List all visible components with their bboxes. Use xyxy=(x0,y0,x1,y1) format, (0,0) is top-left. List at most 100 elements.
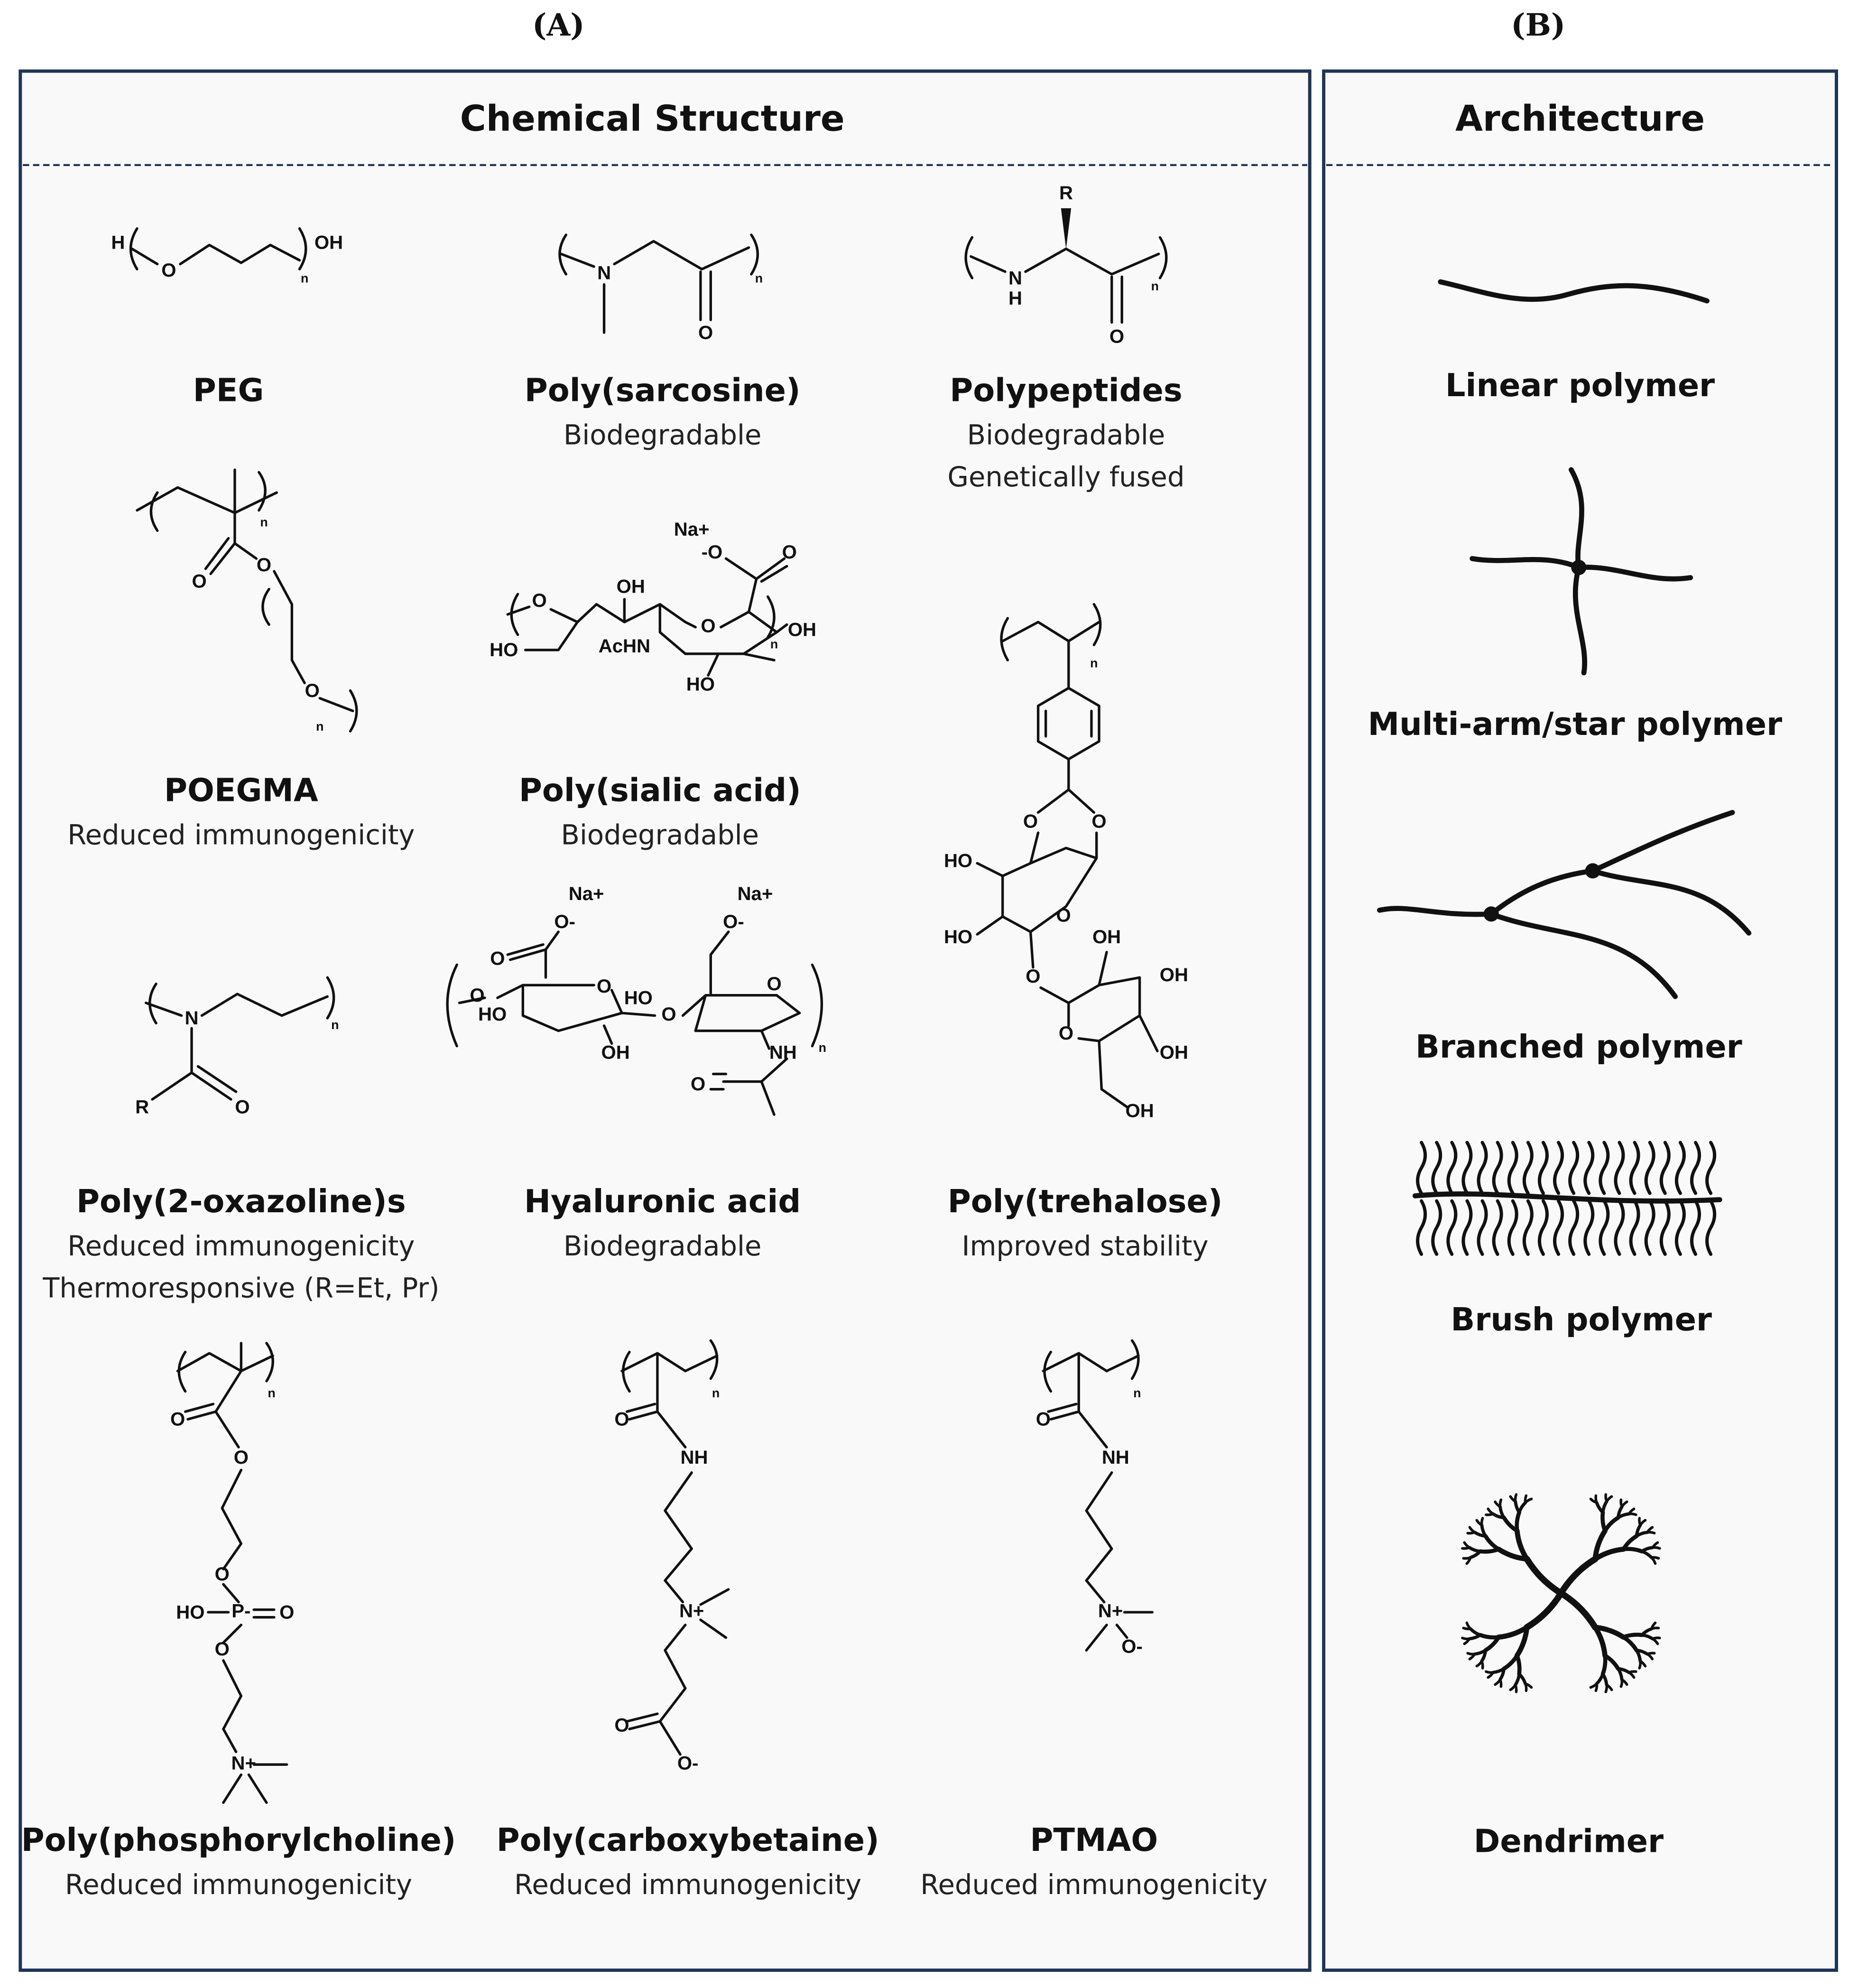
structure-note: Thermoresponsive (R=Et, Pr) xyxy=(42,1272,439,1304)
wedge-bond xyxy=(1061,208,1072,249)
structure-note: Genetically fused xyxy=(947,461,1184,493)
star-core-dot xyxy=(1571,559,1587,576)
panel-b-frame xyxy=(1322,69,1838,1972)
atom-label: OH xyxy=(1160,1041,1188,1063)
atom-label: O xyxy=(782,541,797,563)
atom-label: Na+ xyxy=(674,519,710,540)
dendrimer-branch xyxy=(1600,1653,1608,1676)
brush-bristle xyxy=(1431,1199,1442,1256)
atom-label: HO xyxy=(490,639,518,660)
structure-name: Poly(phosphorylcholine) xyxy=(21,1821,456,1858)
structure-hyaluronic-acid: Na+ O- O O HO O OH O HO Na+ O- O NH O n … xyxy=(446,883,826,1262)
atom-label: HO xyxy=(176,1601,204,1623)
atom-label: OH xyxy=(1126,1100,1154,1121)
structure-note: Reduced immunogenicity xyxy=(67,1230,415,1262)
atom-label: O xyxy=(701,615,715,636)
atom-label: OH xyxy=(1160,964,1188,985)
atom-label: O- xyxy=(1121,1636,1143,1657)
atom-label: Na+ xyxy=(738,883,773,904)
structure-note: Reduced immunogenicity xyxy=(920,1869,1267,1901)
structure-note: Biodegradable xyxy=(564,419,762,451)
atom-label: OH xyxy=(1092,926,1121,948)
brush-bristle xyxy=(1705,1141,1717,1195)
brush-bristle xyxy=(1690,1141,1701,1195)
atom-label: O xyxy=(1059,1022,1073,1044)
panel-architecture: Architecture Linear polymer Multi-arm/st… xyxy=(1322,69,1838,1972)
structure-polypeptides: R N H O n Polypeptides Biodegradable Gen… xyxy=(947,182,1184,493)
architecture-star: Multi-arm/star polymer xyxy=(1368,467,1782,743)
dendrimer-branch xyxy=(1462,1556,1472,1560)
dendrimer-branch xyxy=(1605,1495,1613,1503)
brush-bristle xyxy=(1553,1199,1564,1256)
atom-label: H xyxy=(111,232,125,253)
atom-label: H xyxy=(1008,288,1022,309)
atom-label: N xyxy=(1008,267,1022,288)
dendrimer-branch xyxy=(1475,1660,1483,1668)
branched-polymer-chains xyxy=(1377,810,1752,999)
linear-polymer-chain xyxy=(1438,279,1710,304)
brush-bristle xyxy=(1599,1199,1610,1256)
brush-bristle xyxy=(1477,1141,1488,1195)
atom-label: O xyxy=(215,1638,230,1660)
dendrimer-branch xyxy=(1620,1500,1628,1508)
structure-poly-phosphorylcholine: n O O O HO P- O O N+ Poly(phosphorylchol… xyxy=(21,1342,456,1901)
atom-label: HO xyxy=(944,926,972,948)
brush-bristle xyxy=(1599,1141,1610,1195)
atom-label: HO xyxy=(624,987,653,1008)
atom-label: n xyxy=(770,637,778,651)
dendrimer-branch xyxy=(1514,1528,1530,1562)
dendrimer-branch xyxy=(1463,1541,1471,1549)
brush-bristle xyxy=(1507,1199,1518,1256)
brush-bristle xyxy=(1614,1199,1625,1256)
structure-note: Reduced immunogenicity xyxy=(65,1869,412,1901)
atom-label: O xyxy=(698,322,713,343)
atom-label: O- xyxy=(554,911,575,932)
bond-lines xyxy=(136,468,358,733)
structure-note: Biodegradable xyxy=(561,819,759,851)
dendrimer-branch xyxy=(1524,1497,1533,1504)
brush-bristle xyxy=(1446,1141,1458,1195)
brush-bristle xyxy=(1674,1141,1686,1195)
dendrimer-branch xyxy=(1627,1671,1636,1679)
panel-label-b: (B) xyxy=(1511,8,1565,43)
atom-label: O xyxy=(235,1096,250,1117)
dendrimer-branch xyxy=(1646,1653,1654,1661)
brush-bristle xyxy=(1674,1199,1686,1256)
dendrimer-branch xyxy=(1498,1498,1503,1508)
brush-backbone xyxy=(1412,1191,1722,1204)
atom-label: N+ xyxy=(679,1600,704,1622)
star-polymer-arms xyxy=(1470,467,1693,676)
bond-lines xyxy=(964,236,1168,324)
atom-label: n xyxy=(1133,1386,1141,1400)
atom-label: OH xyxy=(617,576,645,597)
bond-lines xyxy=(506,557,788,677)
brush-bristle xyxy=(1522,1141,1534,1195)
atom-label: R xyxy=(1059,182,1073,204)
atom-label: NH xyxy=(769,1041,797,1063)
brush-bristle xyxy=(1461,1199,1473,1256)
atom-label: O xyxy=(1091,810,1106,832)
atom-label: O- xyxy=(723,911,744,932)
dendrimer-branch xyxy=(1650,1626,1660,1630)
atom-label: O xyxy=(532,590,546,611)
bond-lines xyxy=(446,930,823,1116)
atom-label: OH xyxy=(788,619,816,640)
dendrimer-branch xyxy=(1478,1633,1501,1640)
panel-label-a: (A) xyxy=(532,8,585,43)
structure-name: PEG xyxy=(193,372,264,409)
brush-bristle xyxy=(1629,1199,1640,1256)
structure-ptmao: n O NH N+ O- PTMAO Reduced immunogenicit… xyxy=(920,1339,1267,1901)
atom-label: -O xyxy=(702,541,723,563)
atom-label: N xyxy=(597,262,611,284)
atom-label: AcHN xyxy=(599,635,650,657)
panel-a-title: Chemical Structure xyxy=(460,98,845,139)
structure-name: Poly(2-oxazoline)s xyxy=(76,1183,406,1220)
dendrimer-branch xyxy=(1594,1494,1598,1504)
atom-label: O xyxy=(1036,1409,1051,1430)
brush-bristle xyxy=(1553,1141,1564,1195)
architecture-brush: Brush polymer xyxy=(1412,1141,1722,1338)
dendrimer-branch xyxy=(1466,1652,1476,1656)
dendrimer-branch xyxy=(1524,1682,1528,1692)
atom-label: HO xyxy=(478,1003,507,1025)
brush-bristle xyxy=(1659,1141,1671,1195)
